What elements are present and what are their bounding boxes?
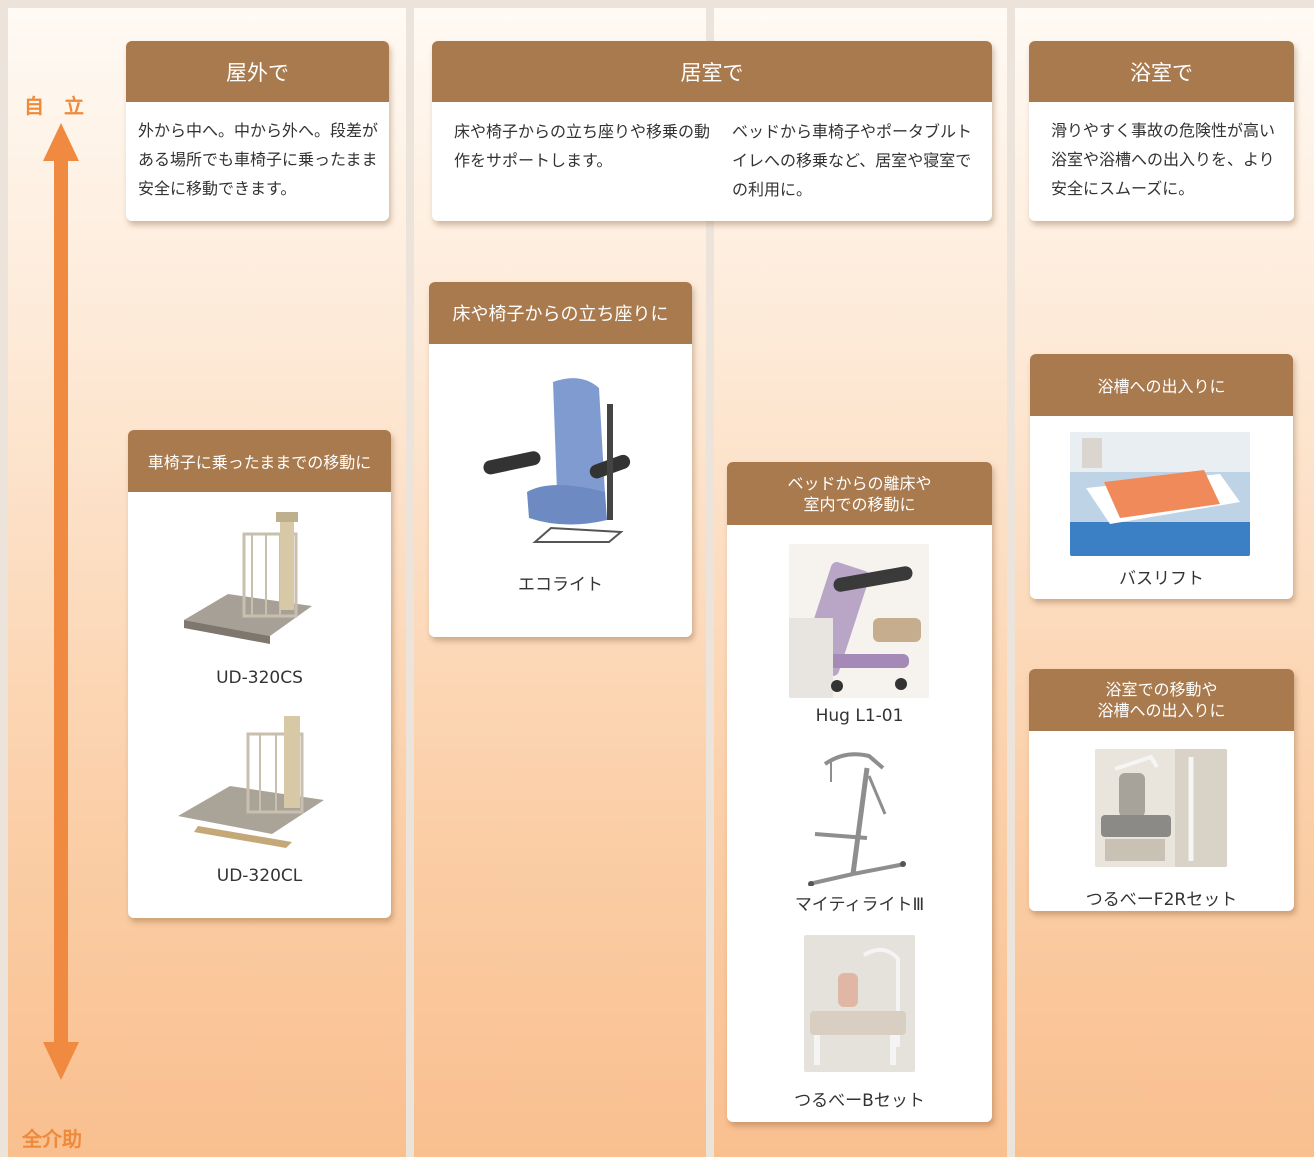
section-title-outdoor: 屋外で (126, 41, 389, 102)
arrow-down-icon (43, 1042, 79, 1080)
category-heading-bath-move-line1: 浴室での移動や (1105, 680, 1218, 699)
axis-arrow-shaft (54, 155, 68, 1045)
product-image-tsurube-b-set[interactable] (804, 935, 915, 1072)
product-image-mightylite-3[interactable] (805, 748, 911, 886)
category-heading-bed-transfer-line2: 室内での移動に (803, 494, 916, 514)
category-card-bathtub: 浴槽への出入りに バスリフト (1030, 354, 1293, 599)
category-card-wheelchair-move: 車椅子に乗ったままでの移動に UD-320CS UD-320CL (128, 430, 391, 918)
product-label-tsurube-b-set: つるべーBセット (794, 1091, 925, 1111)
axis-label-independent: 自 立 (24, 94, 84, 118)
category-heading-wheelchair-move-text: 車椅子に乗ったままでの移動に (147, 453, 372, 472)
category-heading-stand-sit-text: 床や椅子からの立ち座りに (452, 304, 669, 325)
product-image-ud320cl[interactable] (176, 714, 328, 850)
section-card-outdoor: 屋外で 外から中へ。中から外へ。段差がある場所でも車椅子に乗ったまま安全に移動で… (126, 41, 389, 221)
category-heading-bed-transfer: ベッドからの離床や 室内での移動に (727, 462, 992, 525)
product-label-ud320cs: UD-320CS (216, 668, 303, 688)
product-label-tsurube-f2r-set: つるべーF2Rセット (1085, 890, 1238, 910)
category-heading-bathtub-text: 浴槽への出入りに (1097, 377, 1226, 396)
category-heading-wheelchair-move: 車椅子に乗ったままでの移動に (128, 430, 391, 492)
section-title-bathroom-text: 浴室で (1130, 60, 1193, 85)
arrow-up-icon (43, 123, 79, 161)
section-description-bathroom: 滑りやすく事故の危険性が高い浴室や浴槽への出入りを、より安全にスムーズに。 (1051, 121, 1276, 198)
category-card-bed-transfer: ベッドからの離床や 室内での移動に Hug L1-01 マイティライトⅢ つるべ… (727, 462, 992, 1122)
section-title-bathroom: 浴室で (1029, 41, 1294, 102)
section-card-living-room: 居室で 床や椅子からの立ち座りや移乗の動作をサポートします。 ベッドから車椅子や… (432, 41, 992, 221)
category-heading-bathtub: 浴槽への出入りに (1030, 354, 1293, 416)
section-title-living-room-text: 居室で (680, 60, 744, 85)
section-card-bathroom: 浴室で 滑りやすく事故の危険性が高い浴室や浴槽への出入りを、より安全にスムーズに… (1029, 41, 1294, 221)
product-image-ud320cs[interactable] (180, 510, 316, 656)
section-title-living-room: 居室で (432, 41, 992, 102)
product-image-bathlift[interactable] (1070, 432, 1250, 556)
product-image-tsurube-f2r-set[interactable] (1095, 749, 1227, 867)
product-label-ecolite: エコライト (518, 575, 603, 595)
product-label-bathlift: バスリフト (1119, 569, 1204, 589)
category-card-stand-sit: 床や椅子からの立ち座りに エコライト (429, 282, 692, 637)
product-label-ud320cl: UD-320CL (216, 866, 303, 886)
section-description-room-left: 床や椅子からの立ち座りや移乗の動作をサポートします。 (454, 122, 711, 170)
product-label-mightylite-3: マイティライトⅢ (794, 895, 925, 915)
category-card-bath-move: 浴室での移動や 浴槽への出入りに つるべーF2Rセット (1029, 669, 1294, 911)
section-description-room-right: ベッドから車椅子やポータブルトイレへの移乗など、居室や寝室での利用に。 (732, 122, 973, 199)
category-heading-bath-move-line2: 浴槽への出入りに (1097, 701, 1226, 720)
product-label-hug-l1-01: Hug L1-01 (815, 706, 904, 726)
category-heading-stand-sit: 床や椅子からの立ち座りに (429, 282, 692, 344)
category-heading-bed-transfer-line1: ベッドからの離床や (787, 473, 932, 493)
product-image-ecolite[interactable] (481, 374, 631, 550)
axis-label-full-assist: 全介助 (22, 1127, 82, 1151)
product-image-hug-l1-01[interactable] (789, 544, 929, 698)
category-heading-bath-move: 浴室での移動や 浴槽への出入りに (1029, 669, 1294, 731)
section-title-outdoor-text: 屋外で (226, 60, 289, 85)
section-description-outdoor: 外から中へ。中から外へ。段差がある場所でも車椅子に乗ったまま安全に移動できます。 (138, 121, 379, 198)
